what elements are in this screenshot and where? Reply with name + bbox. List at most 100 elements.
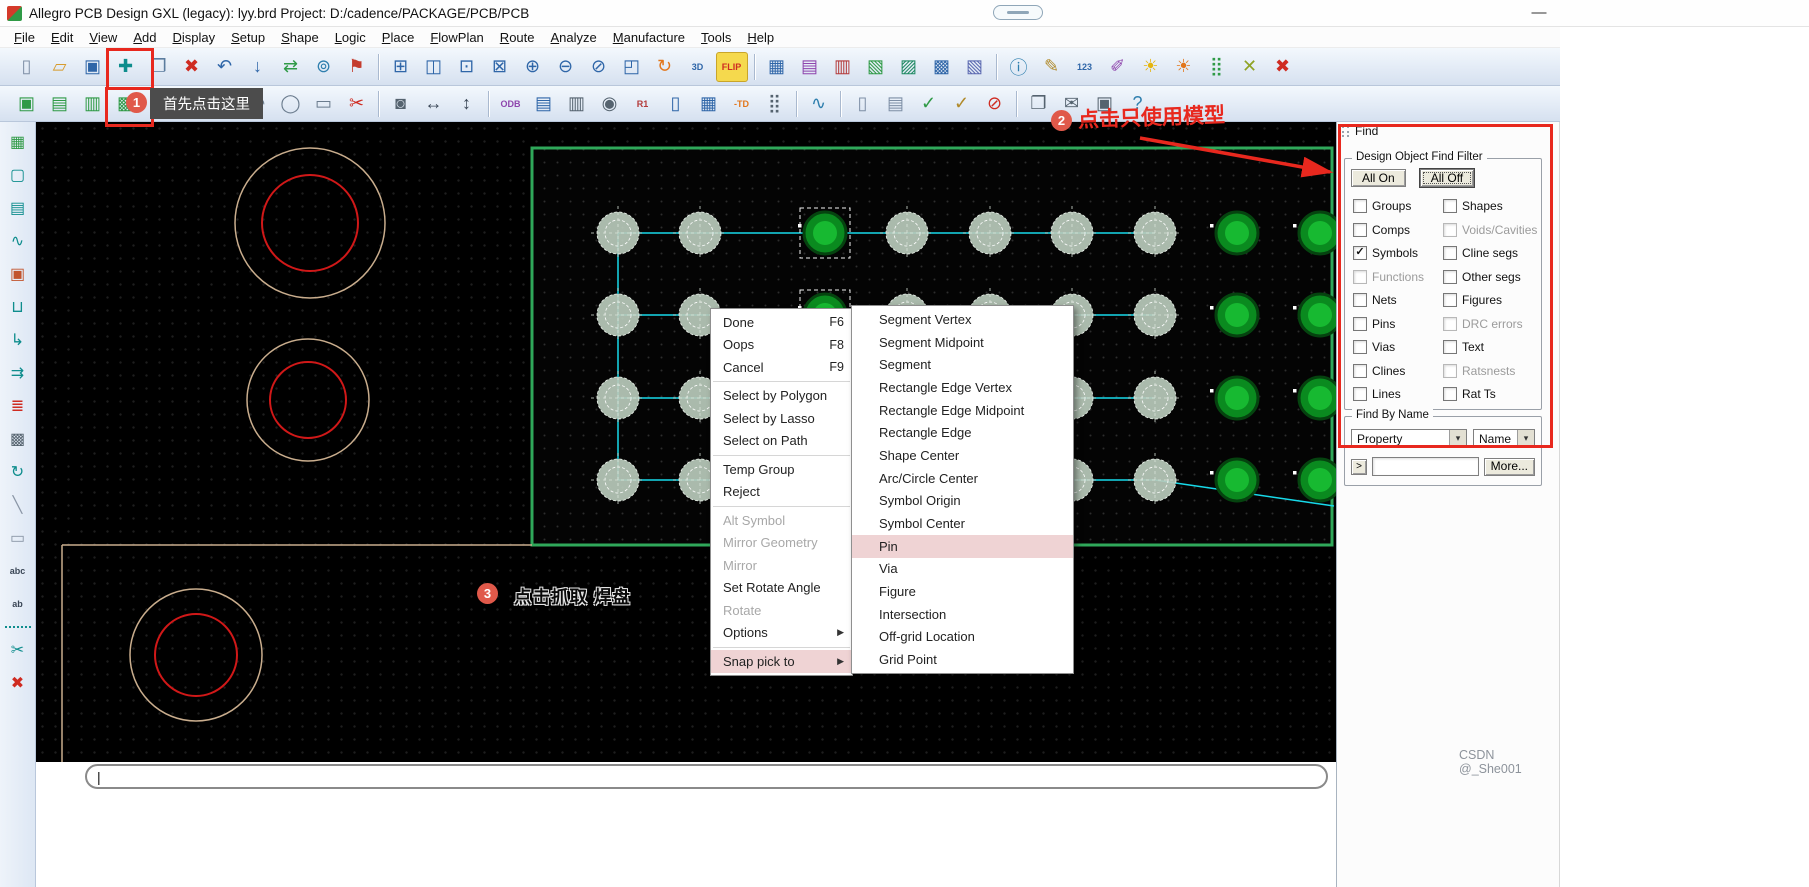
snap-item-segment[interactable]: Segment	[852, 353, 1073, 376]
zoom-world-icon[interactable]: ⊚	[315, 56, 332, 76]
toggle-grid-icon[interactable]: ▦	[767, 56, 785, 76]
filter-functions[interactable]: Functions	[1353, 268, 1443, 286]
send-mail-icon[interactable]: ✉	[1063, 93, 1080, 113]
zoom-selection-icon[interactable]: ◰	[622, 56, 640, 76]
command-input[interactable]: |	[85, 764, 1328, 789]
expand-button[interactable]: >	[1351, 458, 1367, 475]
property-edit-icon[interactable]: ✎	[1043, 56, 1060, 76]
filter-vias[interactable]: Vias	[1353, 338, 1443, 356]
mounting-hole-ring[interactable]	[129, 588, 263, 722]
snap-item-pin[interactable]: Pin	[852, 534, 1073, 558]
color-dialog-icon[interactable]: ▤	[800, 56, 818, 76]
filter-other-segs[interactable]: Other segs	[1443, 268, 1539, 286]
padstack-new-icon[interactable]: ▣	[17, 93, 35, 113]
snap-item-via[interactable]: Via	[852, 558, 1073, 581]
place-component-icon[interactable]: ▣	[9, 266, 26, 283]
dot-array-icon[interactable]: ⣿	[767, 93, 782, 113]
shadow-mode-icon[interactable]: ▧	[866, 56, 884, 76]
snap-item-figure[interactable]: Figure	[852, 580, 1073, 603]
board-outline-icon[interactable]: ▦	[9, 134, 26, 151]
component-symbol-icon[interactable]: ▤	[9, 200, 26, 217]
find-by-name-mode-select[interactable]: Name ▾	[1473, 429, 1535, 448]
menu-add[interactable]: Add	[133, 29, 157, 45]
undo-icon[interactable]: ↶	[216, 56, 233, 76]
filter-clines[interactable]: Clines	[1353, 362, 1443, 380]
add-text-icon[interactable]: abc	[9, 566, 26, 576]
delete-item-icon[interactable]: ✖	[183, 56, 200, 76]
menu-file[interactable]: File	[14, 29, 35, 45]
draw-rect-icon[interactable]: ▭	[9, 530, 26, 547]
menu-logic[interactable]: Logic	[334, 29, 366, 45]
context-item-select-on-path[interactable]: Select on Path	[711, 430, 852, 453]
footprint-pads-icon[interactable]: ⊔	[11, 299, 24, 316]
flip-design-icon[interactable]: FLIP	[715, 51, 748, 82]
status-graph-icon[interactable]: ⣿	[1209, 56, 1224, 76]
snap-item-segment-midpoint[interactable]: Segment Midpoint	[852, 331, 1073, 354]
done-drop-icon[interactable]: ↓	[253, 56, 262, 76]
context-item-temp-group[interactable]: Temp Group	[711, 458, 852, 481]
snap-item-intersection[interactable]: Intersection	[852, 603, 1073, 626]
menu-help[interactable]: Help	[747, 29, 775, 45]
zoom-in-icon[interactable]: ⊕	[524, 56, 541, 76]
tile-windows-icon[interactable]: ◫	[424, 56, 442, 76]
spin-rotate-icon[interactable]: ↻	[10, 464, 25, 481]
snap-item-arc-circle-center[interactable]: Arc/Circle Center	[852, 467, 1073, 490]
minimize-button[interactable]: —	[1531, 4, 1547, 21]
wire-bond-icon[interactable]: ∿	[10, 233, 25, 250]
save-drawing-icon[interactable]: ▣	[83, 56, 101, 76]
shape-circle-icon[interactable]: ◯	[280, 93, 301, 113]
menu-manufacture[interactable]: Manufacture	[612, 29, 686, 45]
filter-pins[interactable]: Pins	[1353, 315, 1443, 333]
zoom-out-icon[interactable]: ⊖	[557, 56, 574, 76]
design-canvas[interactable]	[36, 122, 1336, 762]
snap-item-rectangle-edge-midpoint[interactable]: Rectangle Edge Midpoint	[852, 399, 1073, 422]
zoom-by-points-icon[interactable]: ⊠	[491, 56, 508, 76]
filter-ratsnests[interactable]: Ratsnests	[1443, 362, 1539, 380]
highlight-icon[interactable]: ☀	[1142, 56, 1159, 76]
dfa-spreadsheet-icon[interactable]: ▩	[932, 56, 950, 76]
more-button[interactable]: More...	[1483, 457, 1535, 476]
snap-item-grid-point[interactable]: Grid Point	[852, 648, 1073, 671]
menu-flowplan[interactable]: FlowPlan	[430, 29, 484, 45]
via-array-icon[interactable]: ▩	[9, 431, 26, 448]
filter-figures[interactable]: Figures	[1443, 291, 1539, 309]
context-item-set-rotate-angle[interactable]: Set Rotate Angle	[711, 577, 852, 600]
menu-analyze[interactable]: Analyze	[550, 29, 597, 45]
snap-item-rectangle-edge-vertex[interactable]: Rectangle Edge Vertex	[852, 376, 1073, 399]
zoom-fit-icon[interactable]: ⊡	[458, 56, 475, 76]
filter-comps[interactable]: Comps	[1353, 221, 1443, 239]
grid-settings-icon[interactable]: ⊞	[392, 56, 409, 76]
slice-shape-icon[interactable]: ✂	[10, 642, 25, 659]
pin-tool-icon[interactable]: ▯	[670, 93, 681, 113]
filter-cline-segs[interactable]: Cline segs	[1443, 244, 1539, 262]
odb-export-icon[interactable]: ODB	[500, 98, 521, 109]
auto-rename-icon[interactable]: 123	[1076, 61, 1093, 72]
zoom-previous-icon[interactable]: ⊘	[590, 56, 607, 76]
menu-setup[interactable]: Setup	[231, 29, 266, 45]
design-check-icon[interactable]: ✓	[920, 93, 937, 113]
filter-shapes[interactable]: Shapes	[1443, 197, 1539, 215]
filter-drc-errors[interactable]: DRC errors	[1443, 315, 1539, 333]
context-item-select-by-lasso[interactable]: Select by Lasso	[711, 407, 852, 430]
menu-shape[interactable]: Shape	[281, 29, 319, 45]
open-drawing-icon[interactable]: ▱	[52, 56, 67, 76]
filter-nets[interactable]: Nets	[1353, 291, 1443, 309]
disable-check-icon[interactable]: ⊘	[986, 93, 1003, 113]
filter-groups[interactable]: Groups	[1353, 197, 1443, 215]
redraw-icon[interactable]: ↻	[656, 56, 673, 76]
dimension-vertical-icon[interactable]: ↕	[462, 93, 471, 113]
menu-display[interactable]: Display	[172, 29, 216, 45]
padstack-save-icon[interactable]: ▤	[50, 93, 68, 113]
td-mode-icon[interactable]: -TD	[734, 98, 749, 109]
remove-drc-icon[interactable]: ✖	[1274, 56, 1291, 76]
export-view-icon[interactable]: ▣	[1095, 93, 1113, 113]
ref-des-toggle-icon[interactable]: R1	[636, 98, 649, 109]
dfm-rules-icon[interactable]: ▧	[965, 56, 983, 76]
snapshot-camera-icon[interactable]: ◉	[601, 93, 618, 113]
filter-voids-cavities[interactable]: Voids/Cavities	[1443, 221, 1539, 239]
menu-place[interactable]: Place	[381, 29, 415, 45]
bus-lines-icon[interactable]: ≣	[10, 398, 25, 415]
mounting-hole-ring[interactable]	[234, 147, 386, 299]
padstack-library-icon[interactable]: ▥	[83, 93, 101, 113]
